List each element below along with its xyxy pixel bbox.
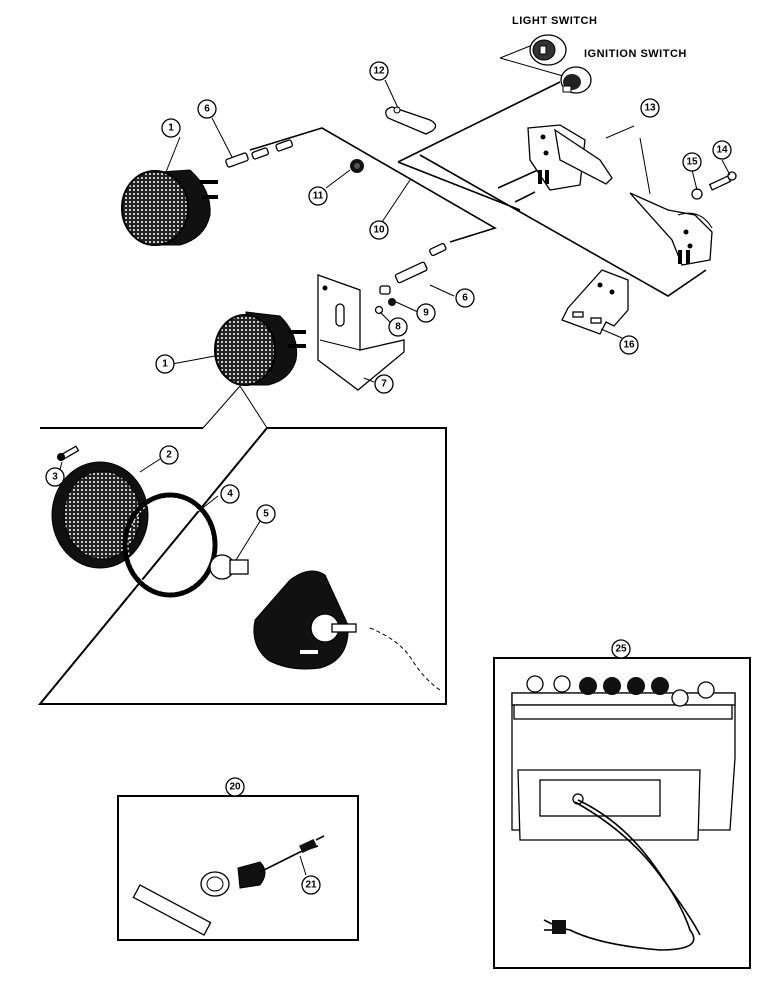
callout-10: 10 bbox=[369, 220, 389, 240]
callout-leaders bbox=[57, 79, 731, 876]
exploded-lamp-box bbox=[37, 427, 447, 705]
callout-6a: 6 bbox=[197, 99, 217, 119]
harness-strap bbox=[385, 106, 437, 135]
svg-text:8: 8 bbox=[395, 322, 401, 333]
light-mounting-bracket bbox=[317, 274, 405, 391]
svg-text:2: 2 bbox=[166, 450, 172, 461]
nut bbox=[691, 188, 703, 200]
svg-text:20: 20 bbox=[229, 782, 241, 793]
svg-text:7: 7 bbox=[381, 379, 387, 390]
svg-text:3: 3 bbox=[52, 472, 58, 483]
callout-1a: 1 bbox=[161, 118, 181, 138]
battery-charger-box bbox=[493, 657, 751, 969]
light-switch-label: LIGHT SWITCH bbox=[512, 15, 597, 27]
hex-nut bbox=[388, 298, 396, 306]
bolt bbox=[708, 171, 737, 191]
callout-14: 14 bbox=[712, 140, 732, 160]
svg-text:15: 15 bbox=[686, 157, 698, 168]
svg-text:21: 21 bbox=[305, 880, 317, 891]
callout-15: 15 bbox=[682, 152, 702, 172]
svg-text:1: 1 bbox=[162, 359, 168, 370]
connector-upper bbox=[225, 139, 293, 168]
leader-13a bbox=[605, 125, 635, 139]
callout-25: 25 bbox=[611, 639, 631, 659]
callout-20: 20 bbox=[225, 777, 245, 797]
svg-text:16: 16 bbox=[623, 340, 635, 351]
svg-text:5: 5 bbox=[263, 509, 269, 520]
svg-text:11: 11 bbox=[313, 191, 324, 202]
svg-text:6: 6 bbox=[462, 293, 468, 304]
leader-13b bbox=[639, 137, 651, 195]
svg-text:9: 9 bbox=[423, 308, 429, 319]
svg-text:1: 1 bbox=[168, 123, 174, 134]
svg-text:25: 25 bbox=[615, 644, 627, 655]
callout-3: 3 bbox=[45, 467, 65, 487]
connector-lower bbox=[379, 243, 447, 295]
ignition-switch-label: IGNITION SWITCH bbox=[584, 48, 687, 60]
svg-text:4: 4 bbox=[227, 489, 233, 500]
callout-11: 11 bbox=[308, 186, 328, 206]
angle-bracket bbox=[561, 269, 629, 335]
callout-6b: 6 bbox=[455, 288, 475, 308]
callout-1b: 1 bbox=[155, 354, 175, 374]
callout-13: 13 bbox=[640, 98, 660, 118]
callout-16: 16 bbox=[619, 335, 639, 355]
callout-2: 2 bbox=[159, 445, 179, 465]
callout-7: 7 bbox=[374, 374, 394, 394]
lamp-assembly-upper bbox=[121, 169, 218, 246]
callout-21: 21 bbox=[301, 875, 321, 895]
ignition-switch bbox=[560, 66, 592, 94]
light-switch bbox=[529, 34, 567, 66]
svg-text:6: 6 bbox=[204, 104, 210, 115]
callout-8: 8 bbox=[388, 317, 408, 337]
callout-4: 4 bbox=[220, 484, 240, 504]
callout-9: 9 bbox=[416, 303, 436, 323]
switch-mount-right bbox=[629, 192, 713, 266]
svg-text:13: 13 bbox=[644, 103, 656, 114]
grommet bbox=[350, 159, 364, 173]
svg-text:12: 12 bbox=[373, 66, 385, 77]
callout-5: 5 bbox=[256, 504, 276, 524]
lock-washer bbox=[374, 305, 384, 315]
switch-mount-left bbox=[527, 124, 613, 191]
block-heater-box bbox=[117, 795, 359, 941]
svg-text:14: 14 bbox=[716, 145, 728, 156]
svg-text:10: 10 bbox=[373, 225, 385, 236]
lamp-assembly-lower bbox=[214, 311, 306, 386]
callout-12: 12 bbox=[369, 61, 389, 81]
